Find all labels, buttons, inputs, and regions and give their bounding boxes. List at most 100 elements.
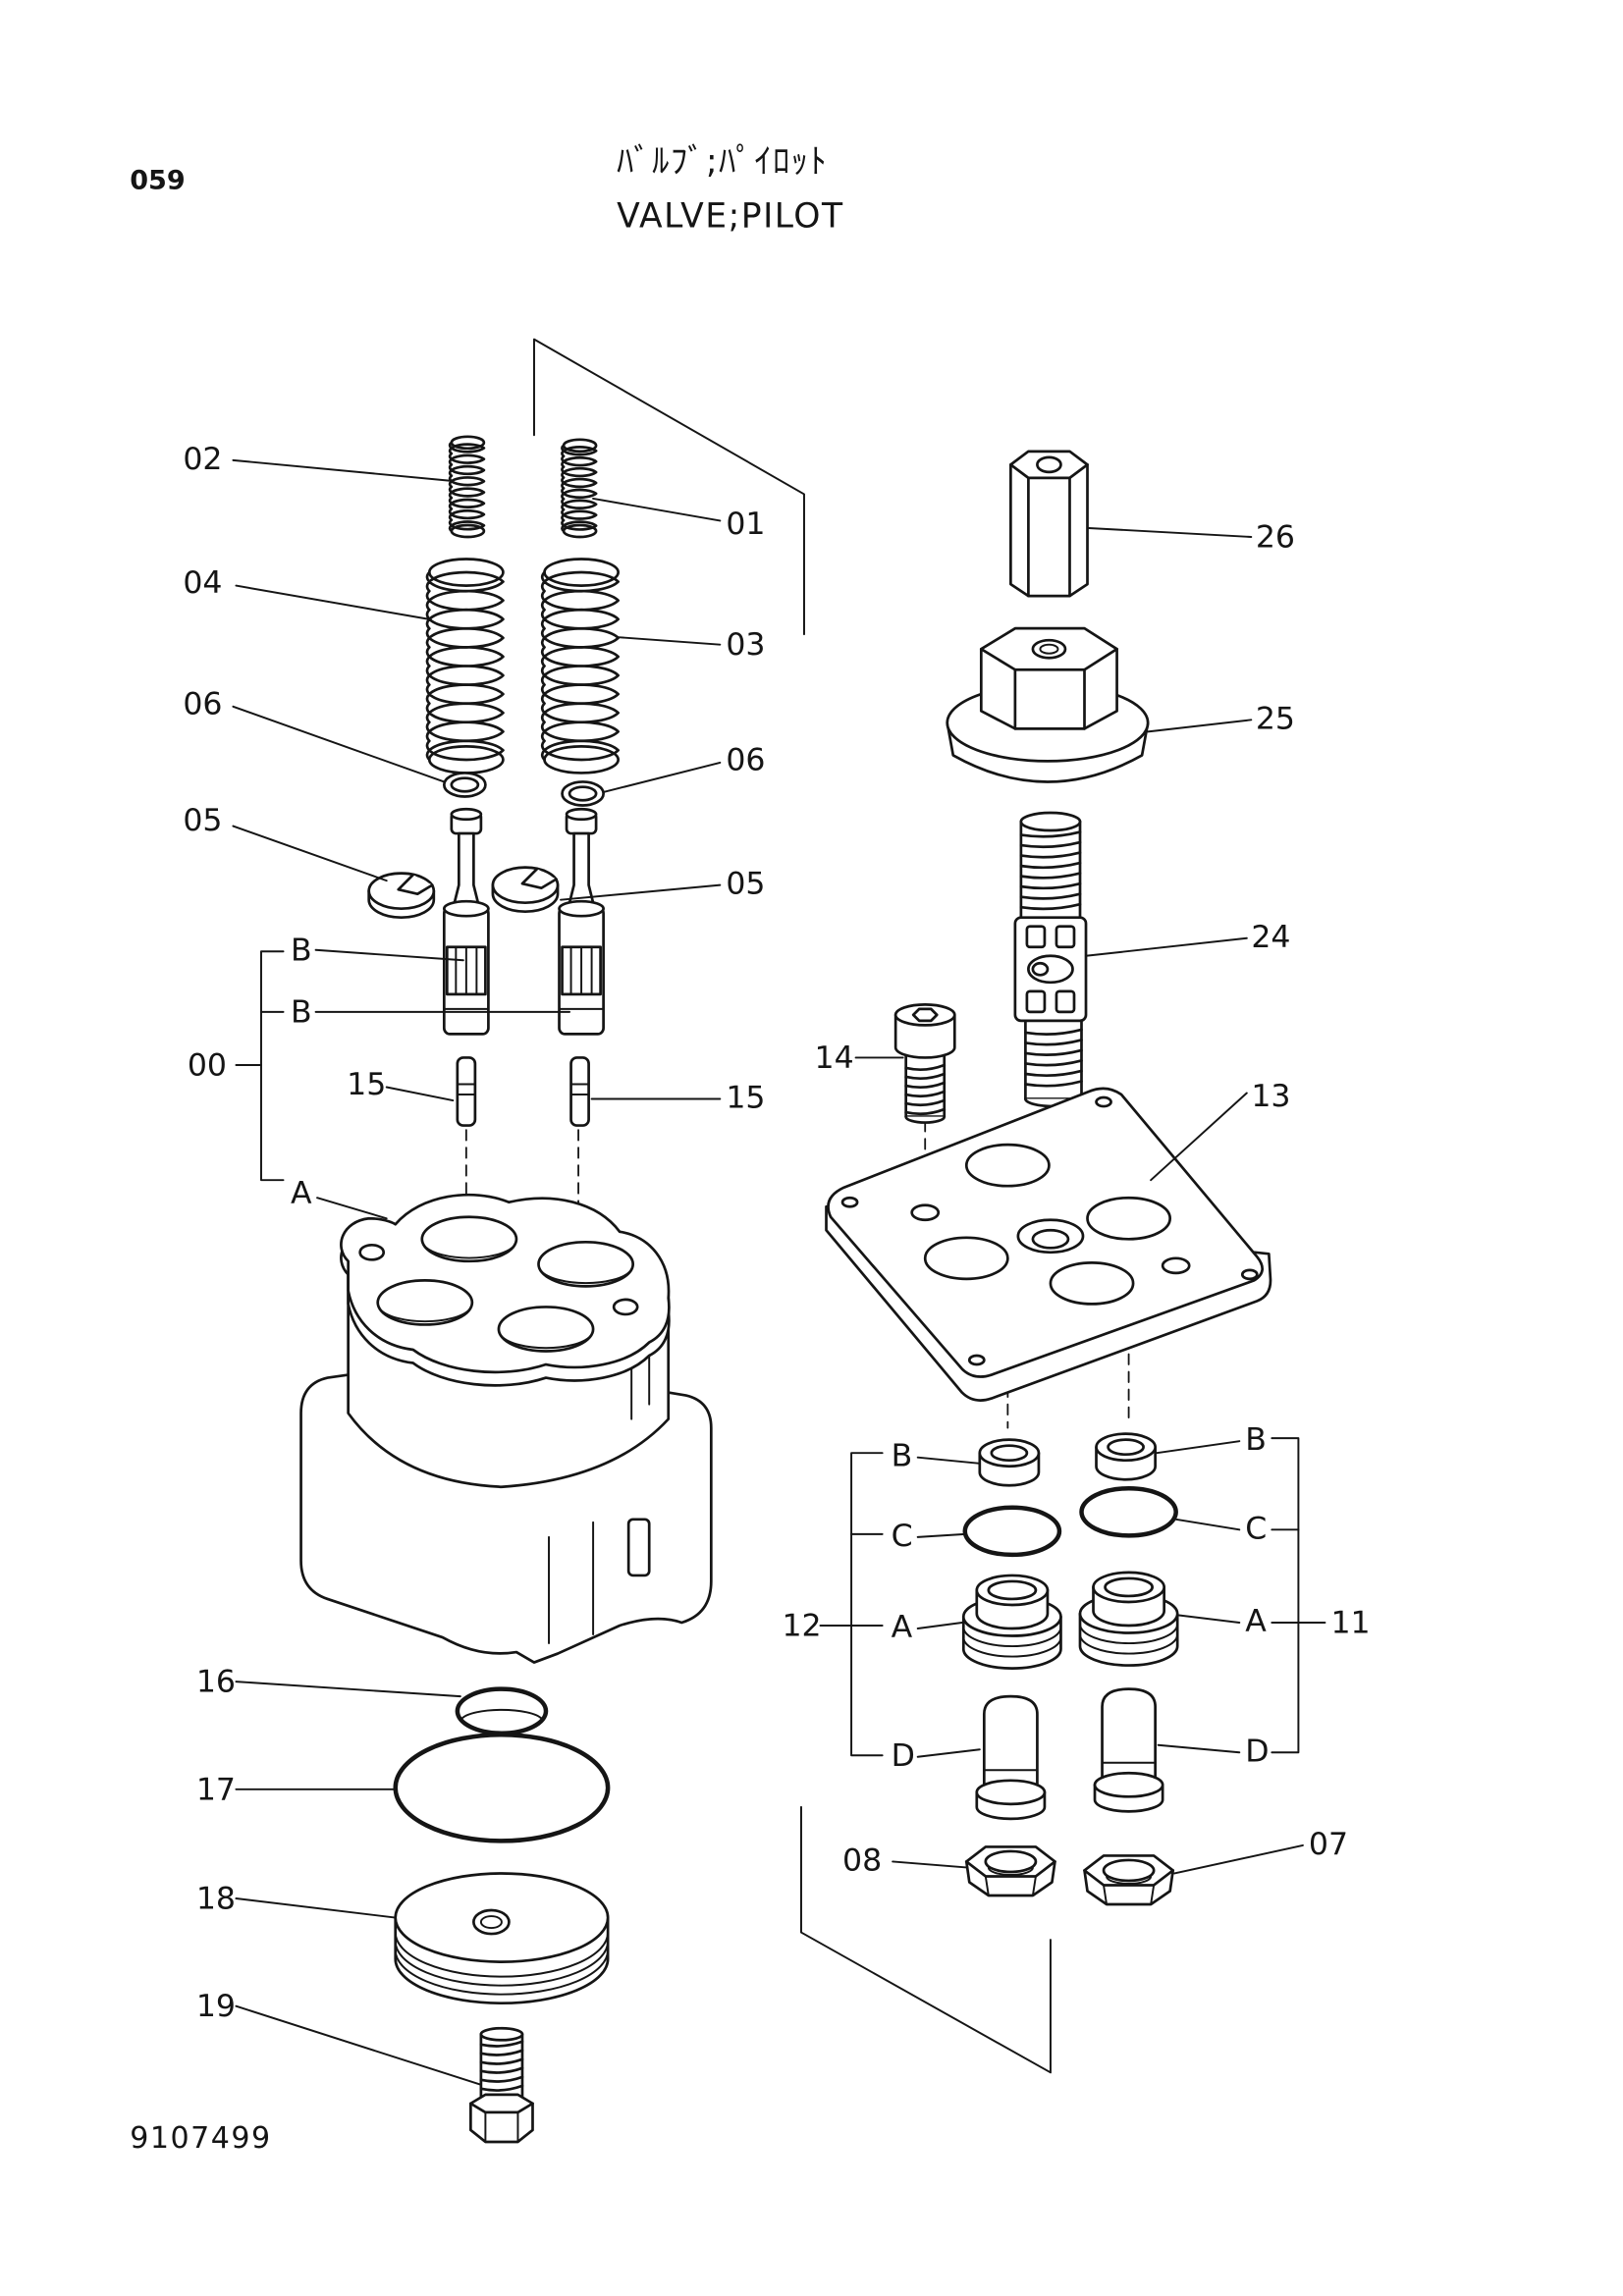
thread-line xyxy=(479,2084,524,2092)
callout-05-right: 05 xyxy=(726,867,765,902)
callout-00-a: A xyxy=(291,1176,312,1211)
callout-17: 17 xyxy=(196,1772,236,1807)
thread-line xyxy=(1024,1080,1083,1088)
o-ring-16 xyxy=(455,1686,549,1735)
spool-assembly-00-left xyxy=(442,807,490,1036)
thread-line xyxy=(1019,872,1082,880)
thread-line xyxy=(1019,892,1082,900)
thread-line xyxy=(904,1081,947,1090)
callout-14: 14 xyxy=(815,1041,854,1076)
thread-line xyxy=(904,1090,947,1098)
thread-line xyxy=(1019,881,1082,890)
o-ring-11-c xyxy=(1079,1486,1178,1538)
page-code: 059 xyxy=(130,165,185,195)
thread-line xyxy=(1024,1069,1083,1078)
callout-labels: 02 01 04 03 06 06 05 05 B B 00 15 15 A 2… xyxy=(183,442,1370,2024)
washer-06-right xyxy=(561,780,605,807)
seat-11-b xyxy=(1095,1432,1157,1481)
thread-line xyxy=(1019,902,1082,911)
callout-16: 16 xyxy=(196,1665,236,1700)
bolt-19 xyxy=(469,2026,534,2144)
thread-line xyxy=(1024,1059,1083,1067)
callout-03: 03 xyxy=(726,627,765,663)
callout-06-right: 06 xyxy=(726,742,765,777)
thread-line xyxy=(1019,840,1082,849)
callout-25: 25 xyxy=(1256,701,1295,736)
thread-line xyxy=(1019,830,1082,838)
bolt-19-threads xyxy=(479,2040,524,2092)
washer-06-left xyxy=(442,772,487,798)
group-bracket-top xyxy=(533,338,805,636)
seat-12-b xyxy=(978,1438,1041,1487)
spring-end xyxy=(543,745,620,774)
joint-shaft-24-upper-threads xyxy=(1019,830,1082,911)
thread-line xyxy=(904,1098,947,1107)
nut-flange-25 xyxy=(946,626,1150,783)
spring-end xyxy=(562,438,598,454)
group-bracket-bottom xyxy=(800,1805,1052,2074)
thread-line xyxy=(1019,861,1082,870)
callout-07: 07 xyxy=(1309,1827,1348,1862)
fitting-11-a xyxy=(1078,1571,1179,1667)
fitting-12-a xyxy=(961,1574,1062,1670)
thread-line xyxy=(479,2057,524,2065)
callout-02: 02 xyxy=(183,442,222,477)
spring-02 xyxy=(448,435,486,539)
cap-screw-14-threads xyxy=(904,1063,947,1116)
spring-03 xyxy=(540,558,620,774)
spring-coil xyxy=(561,444,598,533)
plate-13 xyxy=(825,1087,1272,1402)
nut-08 xyxy=(964,1845,1056,1897)
spring-coil xyxy=(425,570,505,762)
callout-11-d: D xyxy=(1245,1734,1269,1769)
thread-line xyxy=(904,1072,947,1081)
nut-07 xyxy=(1083,1854,1175,1906)
callout-18: 18 xyxy=(196,1882,236,1917)
callout-05-left: 05 xyxy=(183,803,222,838)
callout-12-d: D xyxy=(892,1738,915,1774)
callout-26: 26 xyxy=(1256,520,1295,556)
callout-11-b: B xyxy=(1245,1422,1267,1458)
clip-05-left xyxy=(367,872,436,920)
plunger-12-d xyxy=(975,1694,1047,1821)
plug-18 xyxy=(394,1872,610,2005)
spring-end xyxy=(450,435,486,451)
thread-line xyxy=(904,1107,947,1116)
thread-line xyxy=(479,2040,524,2048)
callout-00-b-upper: B xyxy=(291,933,312,968)
plunger-11-d xyxy=(1093,1687,1164,1813)
callout-11-c: C xyxy=(1245,1511,1267,1546)
o-ring-12-c xyxy=(962,1505,1062,1558)
drawing-number: 9107499 xyxy=(130,2121,271,2156)
spool-assembly-00-right xyxy=(558,807,605,1036)
callout-12-b: B xyxy=(892,1439,913,1474)
o-ring-17 xyxy=(393,1732,611,1843)
thread-line xyxy=(479,2066,524,2074)
callout-12-c: C xyxy=(892,1519,913,1554)
pin-15-right xyxy=(569,1056,590,1127)
callout-11-a: A xyxy=(1245,1604,1267,1639)
thread-line xyxy=(1024,1028,1083,1036)
spring-end xyxy=(562,523,598,539)
pin-15-left xyxy=(456,1056,477,1127)
leader-lines xyxy=(232,458,1326,2086)
thread-line xyxy=(904,1063,947,1072)
callout-00: 00 xyxy=(188,1047,227,1083)
cap-screw-14 xyxy=(893,1003,956,1124)
valve-housing xyxy=(299,1193,713,1664)
callout-24: 24 xyxy=(1251,920,1290,955)
callout-15-left: 15 xyxy=(347,1067,386,1102)
callout-12: 12 xyxy=(782,1609,821,1644)
spring-coil xyxy=(540,570,620,762)
callout-08: 08 xyxy=(842,1842,882,1878)
joint-shaft-24-lower-threads xyxy=(1024,1028,1083,1088)
thread-line xyxy=(479,2075,524,2083)
thread-line xyxy=(1024,1048,1083,1056)
callout-01: 01 xyxy=(726,507,765,542)
title-english: VALVE;PILOT xyxy=(617,196,843,236)
callout-12-a: A xyxy=(892,1610,913,1645)
callout-04: 04 xyxy=(183,565,222,601)
spring-04 xyxy=(425,558,505,774)
spring-end xyxy=(543,558,620,587)
